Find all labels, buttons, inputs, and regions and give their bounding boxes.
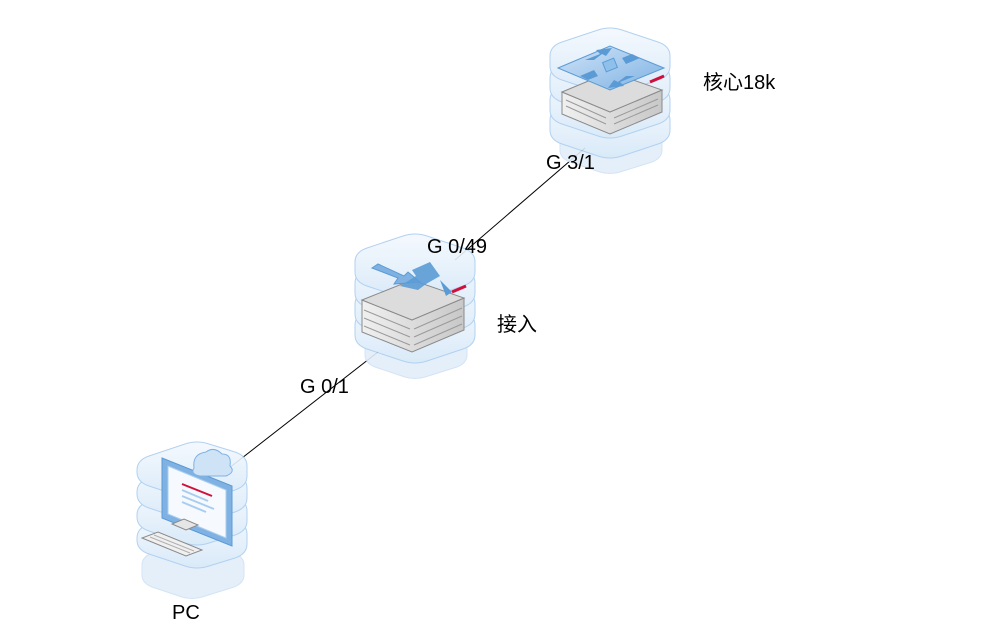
pc-label: PC <box>172 602 200 624</box>
link-access-pc <box>223 351 379 473</box>
access-switch-icon[interactable] <box>354 233 476 379</box>
link-core-access <box>454 147 586 261</box>
pc-icon[interactable] <box>136 441 248 599</box>
core-switch-label: 核心18k <box>703 72 776 94</box>
access-uplink-port-label: G 0/49 <box>427 236 488 258</box>
core-switch-icon[interactable] <box>549 27 671 174</box>
access-switch-label: 接入 <box>497 314 537 336</box>
access-downlink-port-label: G 0/1 <box>300 376 349 398</box>
core-port-label: G 3/1 <box>546 152 595 174</box>
